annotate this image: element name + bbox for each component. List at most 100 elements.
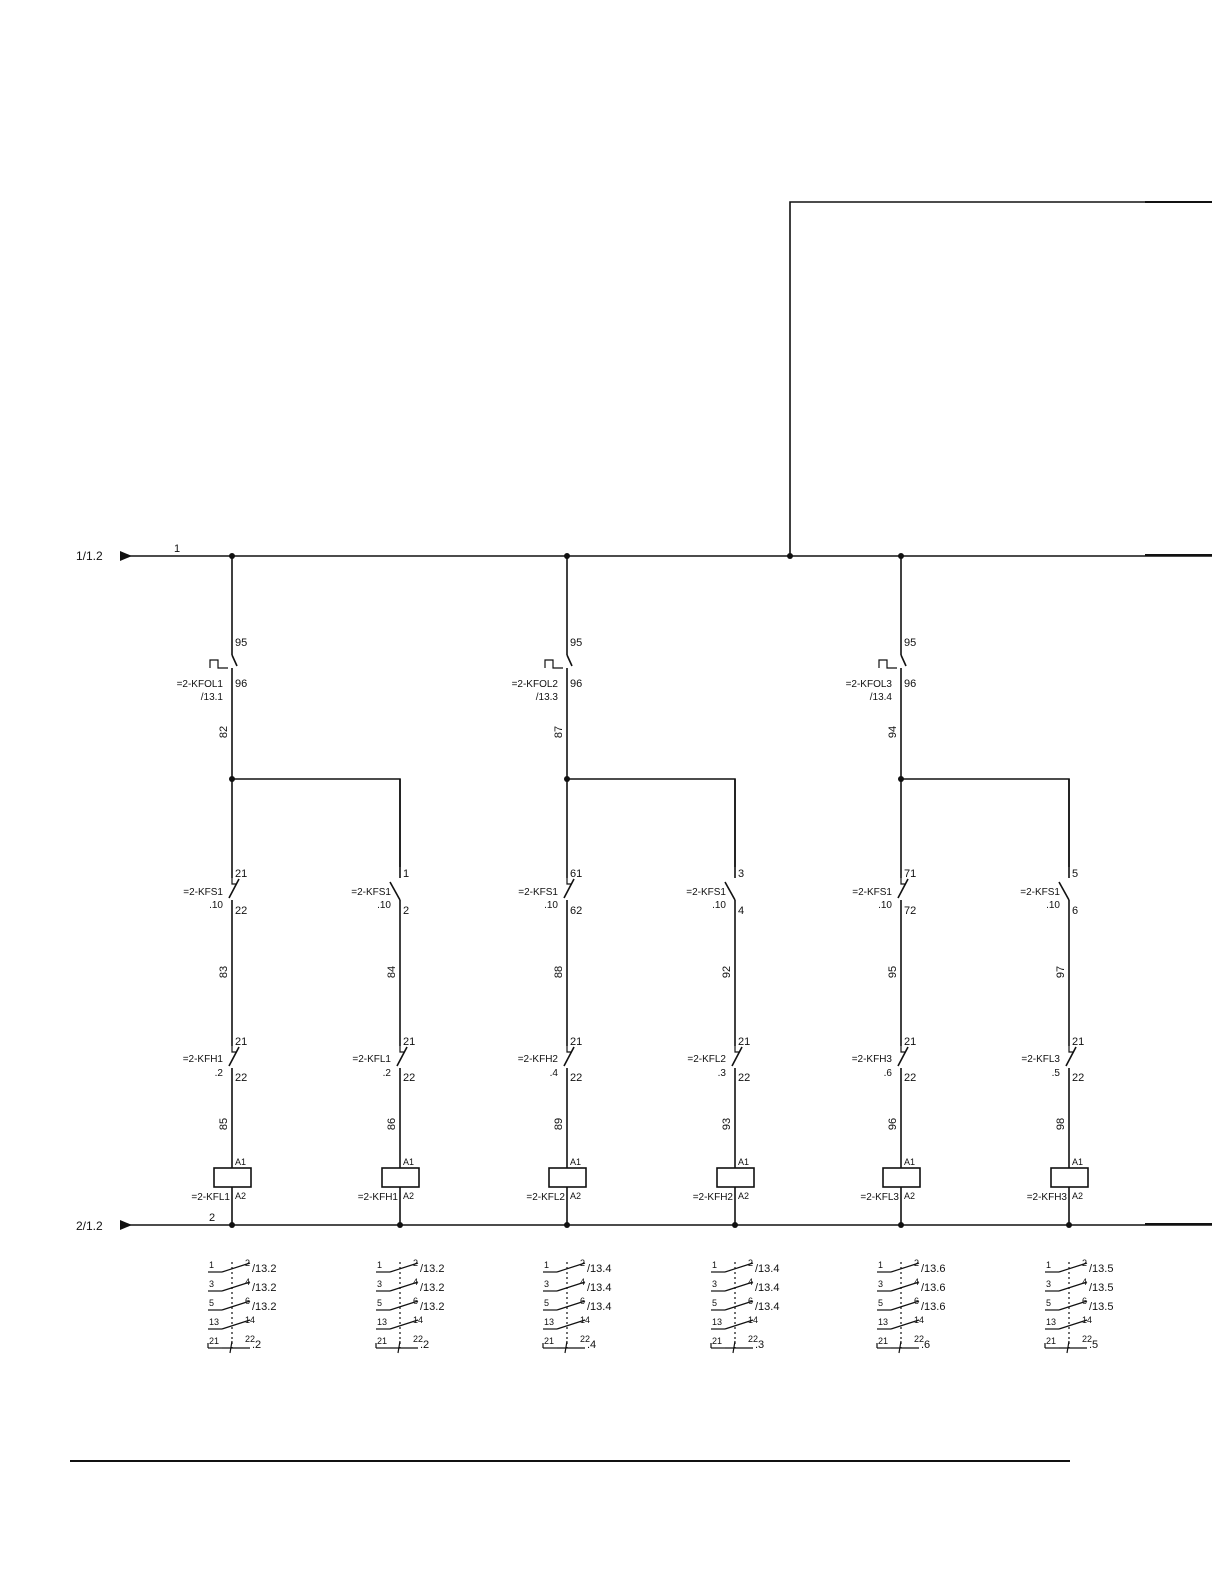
contact-terminal-a: 3 (377, 1279, 382, 1289)
contact-terminal-a: 13 (209, 1317, 219, 1327)
rung-1-1: 2122=2-KFS1.10832122=2-KFH1.285A1A2=2-KF… (183, 779, 276, 1354)
contact-no-symbol (724, 1262, 754, 1273)
overload-blade (566, 654, 573, 679)
selector-no-contact (1058, 881, 1070, 901)
contact-no-symbol (556, 1300, 586, 1311)
contact-blade (228, 1046, 240, 1067)
contact-hook (231, 1046, 237, 1053)
overload-cross-reference: /13.3 (536, 692, 559, 703)
contact-no-symbol (556, 1319, 586, 1330)
branch-3: 9596=2-KFOL3/13.4947172=2-KFS1.10952122=… (846, 553, 1113, 1354)
interlock-terminal-out: 22 (738, 1072, 750, 1084)
contact-no-symbol (724, 1300, 754, 1311)
contact-terminal-a: 21 (1046, 1336, 1056, 1346)
contact-terminal-b: 14 (1082, 1315, 1092, 1325)
wire-number: 88 (553, 966, 565, 978)
overload-terminal-out: 96 (235, 678, 247, 690)
overload-blade (231, 654, 238, 679)
contact-terminal-a: 13 (377, 1317, 387, 1327)
contact-terminal-b: 22 (580, 1334, 590, 1344)
contact-blade (228, 878, 240, 899)
interlock-nc-contact (228, 1046, 240, 1067)
selector-nc-contact (897, 878, 909, 899)
switch-cross-reference: .10 (878, 900, 892, 911)
switch-terminal-in: 21 (235, 868, 247, 880)
contact-terminal-a: 5 (209, 1298, 214, 1308)
bottom-bus-junction (1066, 1222, 1072, 1228)
contact-no-symbol (1058, 1281, 1088, 1292)
contact-terminal-b: 2 (748, 1258, 753, 1268)
coil-terminal-a2: A2 (738, 1191, 749, 1201)
contact-blade (389, 881, 401, 901)
thermal-overload-icon (878, 659, 897, 669)
contact-terminal-b: 14 (413, 1315, 423, 1325)
contact-mirror-row: 13 14 (376, 1315, 423, 1330)
overload-terminal-out: 96 (904, 678, 916, 690)
interlock-terminal-out: 22 (570, 1072, 582, 1084)
interlock-terminal-in: 21 (235, 1036, 247, 1048)
contact-cross-reference: /13.5 (1089, 1263, 1113, 1275)
rung-1-2: 12=2-KFS1.10842122=2-KFL1.286A1A2=2-KFH1… (351, 779, 444, 1354)
interlock-tag: =2-KFL3 (1021, 1054, 1060, 1065)
coil-terminal-a2: A2 (904, 1191, 915, 1201)
interlock-nc-contact (396, 1046, 408, 1067)
wire-number: 87 (553, 726, 565, 738)
contact-cross-reference: .3 (755, 1339, 764, 1351)
contact-terminal-a: 5 (712, 1298, 717, 1308)
switch-terminal-out: 22 (235, 905, 247, 917)
wire-number: 94 (887, 726, 899, 738)
relay-coil-icon (1050, 1167, 1089, 1188)
top-bus-reference[interactable]: 1/1.2 (76, 549, 103, 563)
contact-terminal-a: 5 (1046, 1298, 1051, 1308)
contact-cross-reference: .6 (921, 1339, 930, 1351)
switch-tag: =2-KFS1 (852, 887, 892, 898)
contact-cross-reference: .2 (252, 1339, 261, 1351)
rung-3-2: 56=2-KFS1.10972122=2-KFL3.598A1A2=2-KFH3… (1020, 779, 1113, 1354)
wire-number: 83 (218, 966, 230, 978)
contact-terminal-b: 6 (914, 1296, 919, 1306)
split-wire (567, 778, 736, 867)
relay-coil-icon (381, 1167, 420, 1188)
contact-hook (734, 1046, 740, 1053)
contact-cross-reference: /13.2 (420, 1301, 444, 1313)
contact-terminal-b: 6 (580, 1296, 585, 1306)
switch-terminal-in: 71 (904, 868, 916, 880)
contact-cross-reference: /13.2 (420, 1282, 444, 1294)
top-bus: 1/1.2 1 (76, 543, 1212, 563)
contact-terminal-b: 4 (748, 1277, 753, 1287)
contact-no-symbol (221, 1281, 251, 1292)
contact-terminal-b: 22 (413, 1334, 423, 1344)
coil-terminal-a2: A2 (570, 1191, 581, 1201)
bottom-bus-reference[interactable]: 2/1.2 (76, 1219, 103, 1233)
switch-terminal-out: 72 (904, 905, 916, 917)
interlock-terminal-in: 21 (570, 1036, 582, 1048)
contact-no-symbol (556, 1262, 586, 1273)
coil-terminal-a1: A1 (570, 1157, 581, 1167)
contact-terminal-b: 6 (413, 1296, 418, 1306)
contact-terminal-b: 4 (914, 1277, 919, 1287)
coil-terminal-a1: A1 (1072, 1157, 1083, 1167)
contact-terminal-a: 3 (209, 1279, 214, 1289)
coil-tag: =2-KFH3 (1027, 1192, 1068, 1203)
contact-no-symbol (1058, 1300, 1088, 1311)
wire-number: 98 (1055, 1118, 1067, 1130)
contact-cross-reference: /13.6 (921, 1282, 945, 1294)
contact-terminal-a: 21 (544, 1336, 554, 1346)
switch-terminal-out: 6 (1072, 905, 1078, 917)
contact-no-symbol (890, 1300, 920, 1311)
bottom-bus-junction (898, 1222, 904, 1228)
